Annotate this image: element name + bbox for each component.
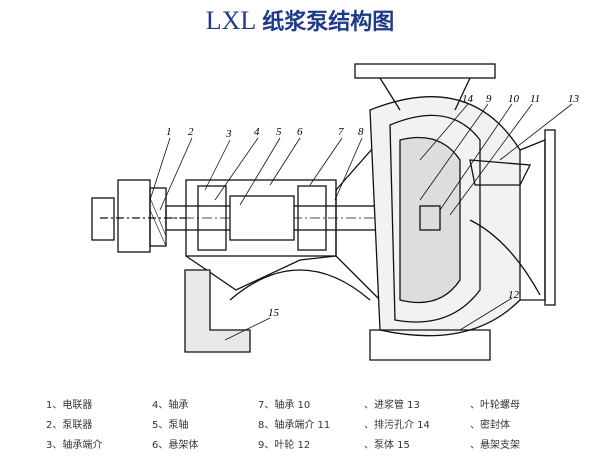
callout-5: 5 (276, 126, 282, 138)
title-model: LXL (205, 6, 257, 35)
legend-item: 8、轴承端介 11 (258, 420, 331, 431)
impeller (399, 136, 461, 304)
callout-15: 15 (268, 307, 280, 319)
callout-1: 1 (166, 126, 172, 138)
legend-item: 3、轴承端介 (46, 440, 103, 451)
callout-12: 12 (508, 289, 520, 301)
bracket-support (184, 269, 251, 353)
legend-item: 、密封体 (470, 420, 510, 431)
legend-item: 7、轴承 10 (258, 400, 311, 411)
callout-13: 13 (568, 93, 580, 105)
motor-coupling (91, 179, 186, 253)
legend-item: 、进浆管 13 (364, 400, 420, 411)
legend-item: 9、叶轮 12 (258, 440, 311, 451)
bearing-housing (185, 179, 337, 291)
callout-9: 9 (486, 93, 492, 105)
callout-8: 8 (358, 126, 364, 138)
callout-7: 7 (338, 126, 344, 138)
legend-item: 、叶轮螺母 (470, 400, 520, 411)
parts-legend: 1、电联器 4、轴承 7、轴承 10 、进浆管 13 、叶轮螺母 2、泵联器 5、泵轴 8、… (46, 396, 576, 451)
callout-3: 3 (225, 128, 232, 140)
callout-2: 2 (188, 126, 194, 138)
legend-item: 5、泵轴 (152, 420, 189, 431)
legend-item: 、悬架支架 (470, 440, 520, 451)
callout-4: 4 (254, 126, 260, 138)
legend-item: 、泵体 15 (364, 440, 410, 451)
pump-coupling (149, 187, 167, 247)
callout-10: 10 (508, 93, 520, 105)
legend-item: 1、电联器 (46, 400, 93, 411)
callout-11: 11 (530, 93, 540, 105)
legend-item: 2、泵联器 (46, 420, 93, 431)
leader-lines (149, 103, 573, 341)
callout-6: 6 (297, 126, 303, 138)
title-text: 纸浆泵结构图 (262, 9, 395, 35)
legend-item: 、排污孔介 14 (364, 420, 430, 431)
legend-item: 6、悬架体 (152, 440, 199, 451)
callout-14: 14 (462, 93, 474, 105)
legend-item: 4、轴承 (152, 400, 189, 411)
